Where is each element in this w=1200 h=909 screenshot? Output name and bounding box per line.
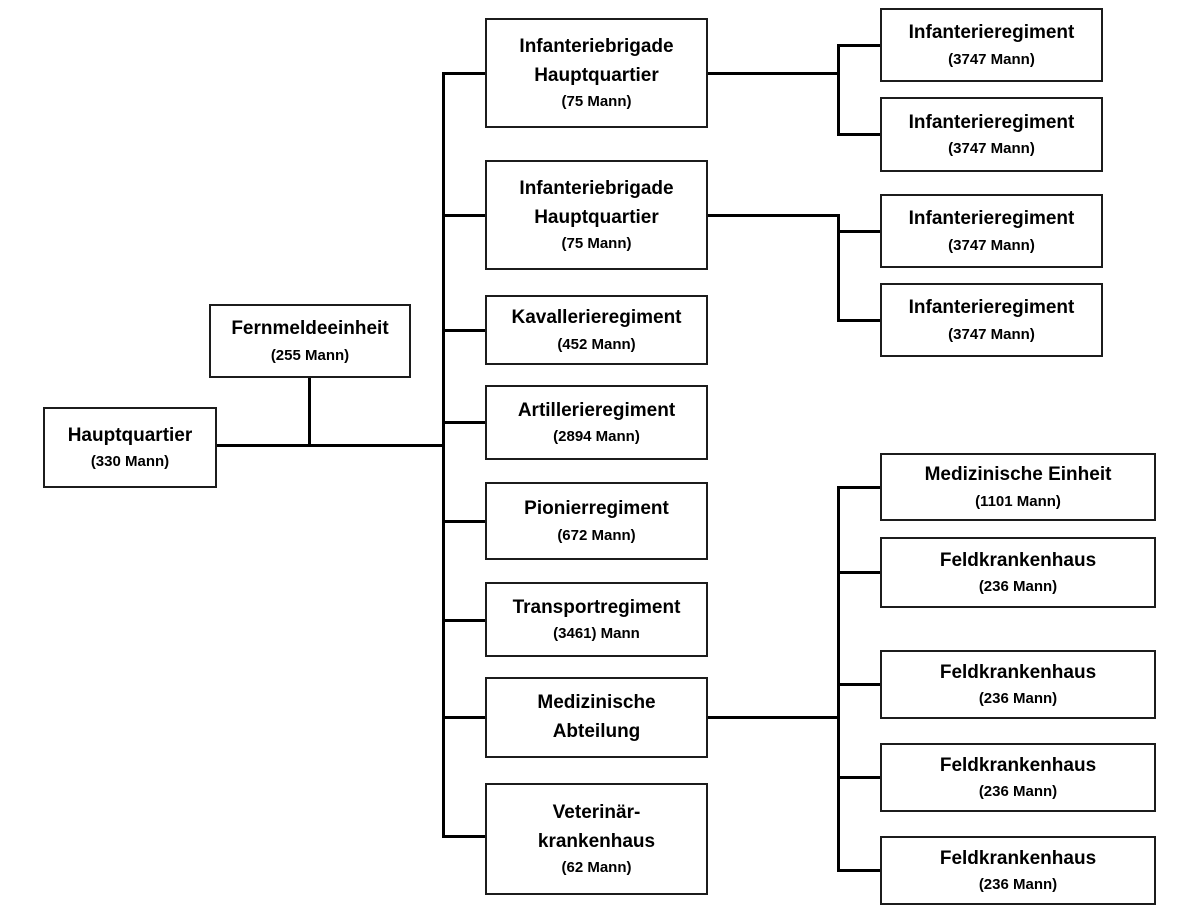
- connector-trunk-group-a: [837, 44, 840, 136]
- connector-brigade1-to-group: [708, 72, 840, 75]
- org-node-veterinary-hospital: Veterinär- krankenhaus (62 Mann): [485, 783, 708, 895]
- connector-stub-brigade-1: [442, 72, 485, 75]
- node-strength: (236 Mann): [978, 690, 1058, 708]
- connector-stub-field-hospital-1: [837, 571, 880, 574]
- node-name: Feldkrankenhaus: [939, 754, 1097, 776]
- connector-stub-regiment-2: [837, 133, 880, 136]
- connector-stub-regiment-3: [837, 230, 880, 233]
- node-name-line2: Hauptquartier: [534, 206, 659, 228]
- connector-stub-artillery: [442, 421, 485, 424]
- node-strength: (236 Mann): [978, 876, 1058, 894]
- org-node-transport-regiment: Transportregiment (3461) Mann: [485, 582, 708, 657]
- node-name-line1: Veterinär-: [552, 801, 641, 823]
- connector-stub-pioneer: [442, 520, 485, 523]
- node-name-line1: Medizinische: [537, 691, 656, 713]
- connector-stub-transport: [442, 619, 485, 622]
- org-node-field-hospital-3: Feldkrankenhaus (236 Mann): [880, 743, 1156, 812]
- org-node-headquarters: Hauptquartier (330 Mann): [43, 407, 217, 488]
- connector-stub-field-hospital-3: [837, 776, 880, 779]
- org-node-medical-unit: Medizinische Einheit (1101 Mann): [880, 453, 1156, 521]
- connector-medical-to-group: [708, 716, 840, 719]
- node-strength: (62 Mann): [561, 859, 632, 877]
- connector-signals-drop: [308, 378, 311, 447]
- node-name: Transportregiment: [512, 596, 681, 618]
- connector-stub-field-hospital-2: [837, 683, 880, 686]
- connector-trunk-group-c: [837, 486, 840, 872]
- connector-brigade2-to-group: [708, 214, 840, 217]
- node-strength: (3461) Mann: [553, 625, 640, 643]
- node-name-line2: Hauptquartier: [534, 64, 659, 86]
- connector-stub-brigade-2: [442, 214, 485, 217]
- node-name-line2: krankenhaus: [537, 830, 656, 852]
- connector-stub-medical-division: [442, 716, 485, 719]
- connector-stub-medical-unit: [837, 486, 880, 489]
- node-strength: (75 Mann): [561, 235, 632, 253]
- node-name: Infanterieregiment: [908, 297, 1075, 319]
- org-node-infantry-brigade-1: Infanteriebrigade Hauptquartier (75 Mann…: [485, 18, 708, 128]
- node-strength: (255 Mann): [270, 346, 350, 364]
- org-node-infantry-brigade-2: Infanteriebrigade Hauptquartier (75 Mann…: [485, 160, 708, 270]
- node-name: Hauptquartier: [67, 424, 193, 446]
- org-node-signals-unit: Fernmeldeeinheit (255 Mann): [209, 304, 411, 378]
- node-name-line1: Infanteriebrigade: [519, 177, 674, 199]
- node-strength: (75 Mann): [561, 93, 632, 111]
- connector-stub-regiment-1: [837, 44, 880, 47]
- connector-stub-cavalry: [442, 329, 485, 332]
- node-name-line1: Infanteriebrigade: [519, 35, 674, 57]
- org-node-artillery-regiment: Artillerieregiment (2894 Mann): [485, 385, 708, 460]
- connector-hq-to-trunk: [217, 444, 445, 447]
- org-node-infantry-regiment-1: Infanterieregiment (3747 Mann): [880, 8, 1103, 82]
- connector-stub-regiment-4: [837, 319, 880, 322]
- node-name-line2: Abteilung: [552, 720, 641, 742]
- node-strength: (236 Mann): [978, 783, 1058, 801]
- node-name: Feldkrankenhaus: [939, 549, 1097, 571]
- org-node-cavalry-regiment: Kavallerieregiment (452 Mann): [485, 295, 708, 365]
- node-name: Artillerieregiment: [517, 399, 676, 421]
- node-strength: (3747 Mann): [948, 236, 1035, 254]
- node-strength: (330 Mann): [90, 453, 170, 471]
- node-name: Infanterieregiment: [908, 208, 1075, 230]
- connector-stub-veterinary: [442, 835, 485, 838]
- node-name: Infanterieregiment: [908, 111, 1075, 133]
- node-strength: (452 Mann): [557, 335, 636, 353]
- node-strength: (3747 Mann): [948, 50, 1035, 68]
- connector-main-trunk: [442, 72, 445, 838]
- node-strength: (2894 Mann): [553, 428, 640, 446]
- node-strength: (1101 Mann): [975, 492, 1061, 510]
- org-node-infantry-regiment-3: Infanterieregiment (3747 Mann): [880, 194, 1103, 268]
- node-name: Fernmeldeeinheit: [231, 318, 389, 340]
- node-name: Kavallerieregiment: [511, 307, 682, 329]
- node-strength: (3747 Mann): [948, 325, 1035, 343]
- org-node-field-hospital-4: Feldkrankenhaus (236 Mann): [880, 836, 1156, 905]
- node-name: Medizinische Einheit: [924, 464, 1112, 486]
- node-name: Feldkrankenhaus: [939, 847, 1097, 869]
- org-node-infantry-regiment-2: Infanterieregiment (3747 Mann): [880, 97, 1103, 172]
- org-node-pioneer-regiment: Pionierregiment (672 Mann): [485, 482, 708, 560]
- node-strength: (3747 Mann): [948, 140, 1035, 158]
- connector-stub-field-hospital-4: [837, 869, 880, 872]
- org-node-field-hospital-2: Feldkrankenhaus (236 Mann): [880, 650, 1156, 719]
- connector-trunk-group-b: [837, 214, 840, 322]
- node-name: Pionierregiment: [524, 498, 669, 520]
- org-node-infantry-regiment-4: Infanterieregiment (3747 Mann): [880, 283, 1103, 357]
- org-node-medical-division: Medizinische Abteilung: [485, 677, 708, 758]
- node-strength: (236 Mann): [978, 578, 1058, 596]
- node-name: Infanterieregiment: [908, 22, 1075, 44]
- node-name: Feldkrankenhaus: [939, 661, 1097, 683]
- org-node-field-hospital-1: Feldkrankenhaus (236 Mann): [880, 537, 1156, 608]
- node-strength: (672 Mann): [557, 526, 636, 544]
